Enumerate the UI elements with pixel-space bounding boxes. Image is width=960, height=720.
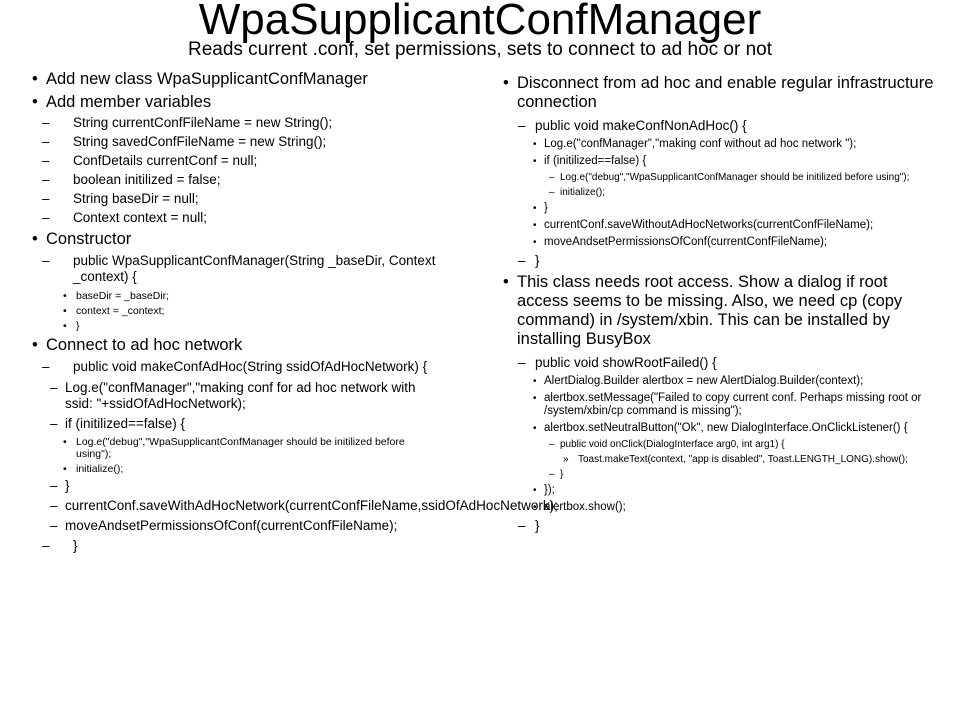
root-builder: AlertDialog.Builder alertbox = new Alert… — [533, 375, 943, 388]
constructor-signature: public WpaSupplicantConfManager(String _… — [42, 253, 442, 285]
var-context: Context context = null; — [42, 210, 442, 226]
var-saved-conf-file-name: String savedConfFileName = new String(); — [42, 134, 442, 150]
root-toast: Toast.makeText(context, "app is disabled… — [563, 454, 943, 466]
bullet-root-access: This class needs root access. Show a dia… — [503, 273, 943, 349]
nonadhoc-if-line: initialize(); — [549, 187, 943, 199]
constructor-line: baseDir = _baseDir; — [63, 290, 442, 302]
root-close-onclick: } — [549, 469, 943, 481]
adhoc-if: if (initilized==false) { — [50, 416, 442, 432]
var-initilized: boolean initilized = false; — [42, 172, 442, 188]
nonadhoc-close: } — [518, 253, 943, 269]
bullet-constructor: Constructor — [32, 229, 442, 249]
bullet-add-class: Add new class WpaSupplicantConfManager — [32, 69, 442, 89]
adhoc-if-line: Log.e("debug","WpaSupplicantConfManager … — [63, 436, 442, 460]
bullet-member-variables: Add member variables — [32, 92, 442, 112]
adhoc-close: } — [42, 538, 442, 554]
root-neutral-button: alertbox.setNeutralButton("Ok", new Dial… — [533, 422, 943, 435]
nonadhoc-if: if (initilized==false) { — [533, 155, 943, 168]
adhoc-save: currentConf.saveWithAdHocNetwork(current… — [50, 498, 558, 514]
bullet-connect-adhoc: Connect to ad hoc network — [32, 335, 442, 355]
slide-title: WpaSupplicantConfManager — [198, 0, 762, 44]
root-message: alertbox.setMessage("Failed to copy curr… — [533, 392, 943, 418]
var-current-conf: ConfDetails currentConf = null; — [42, 153, 442, 169]
right-column: Disconnect from ad hoc and enable regula… — [503, 74, 943, 538]
var-base-dir: String baseDir = null; — [42, 191, 442, 207]
slide-subtitle: Reads current .conf, set permissions, se… — [187, 39, 773, 60]
nonadhoc-close-if: } — [533, 202, 943, 215]
bullet-disconnect-adhoc: Disconnect from ad hoc and enable regula… — [503, 74, 943, 112]
root-onclick: public void onClick(DialogInterface arg0… — [549, 439, 943, 451]
adhoc-if-line: initialize(); — [63, 463, 442, 475]
nonadhoc-save: currentConf.saveWithoutAdHocNetworks(cur… — [533, 219, 943, 232]
left-column: Add new class WpaSupplicantConfManager A… — [32, 66, 558, 559]
root-signature: public void showRootFailed() { — [518, 355, 943, 371]
root-close: } — [518, 518, 943, 534]
constructor-line: } — [63, 320, 442, 332]
adhoc-signature: public void makeConfAdHoc(String ssidOfA… — [42, 359, 442, 375]
root-close-button: }); — [533, 484, 943, 497]
nonadhoc-log: Log.e("confManager","making conf without… — [533, 138, 943, 151]
var-current-conf-file-name: String currentConfFileName = new String(… — [42, 115, 442, 131]
nonadhoc-if-line: Log.e("debug","WpaSupplicantConfManager … — [549, 172, 943, 184]
root-show: alertbox.show(); — [533, 501, 943, 514]
adhoc-move: moveAndsetPermissionsOfConf(currentConfF… — [50, 518, 442, 534]
adhoc-log: Log.e("confManager","making conf for ad … — [50, 380, 442, 412]
nonadhoc-move: moveAndsetPermissionsOfConf(currentConfF… — [533, 236, 943, 249]
constructor-line: context = _context; — [63, 305, 442, 317]
nonadhoc-signature: public void makeConfNonAdHoc() { — [518, 118, 943, 134]
adhoc-close-if: } — [50, 478, 442, 494]
